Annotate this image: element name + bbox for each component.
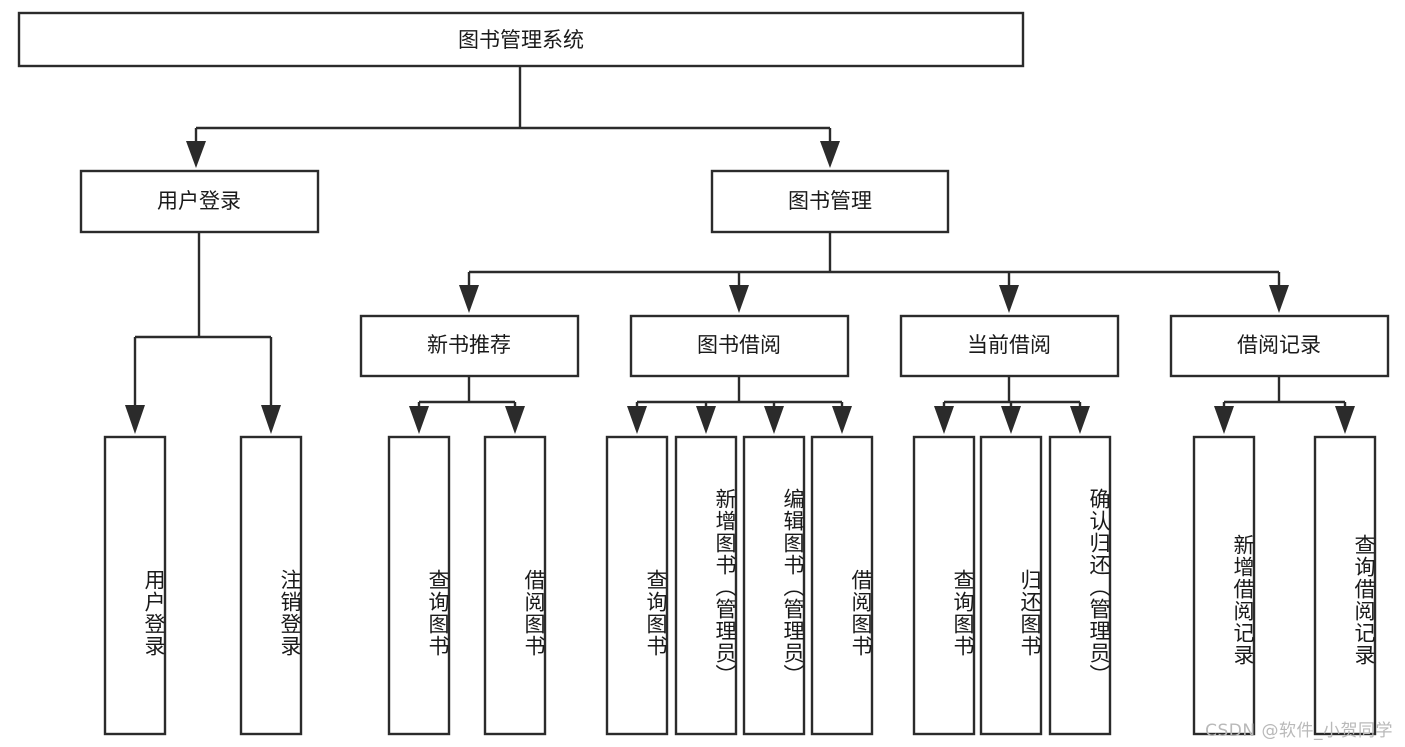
node-new-book-recommend-box[interactable] [359, 314, 580, 378]
node-book-borrow-box[interactable] [629, 314, 850, 378]
node-book-management[interactable]: 图书管理 [710, 169, 950, 234]
node-new-book-recommend-label: 新书推荐 [427, 333, 511, 357]
node-user-login-label: 用户登录 [157, 189, 241, 213]
node-root-box[interactable] [17, 11, 1025, 68]
arrow-head-icon [1070, 406, 1090, 434]
arrow-head-icon [1214, 406, 1234, 434]
node-borrow-record[interactable]: 借阅记录 [1169, 314, 1390, 378]
node-root-label: 图书管理系统 [458, 28, 584, 52]
leaf-box-query-book-nb[interactable] [387, 435, 451, 736]
arrow-head-icon [186, 141, 206, 168]
arrow-head-icon [505, 406, 525, 434]
node-root[interactable]: 图书管理系统 [17, 11, 1025, 68]
node-borrow-record-label: 借阅记录 [1237, 333, 1321, 357]
node-current-borrow-label: 当前借阅 [967, 333, 1051, 357]
arrow-head-icon [627, 406, 647, 434]
arrow-head-icon [1269, 285, 1289, 313]
node-user-login[interactable]: 用户登录 [79, 169, 320, 234]
arrow-head-icon [832, 406, 852, 434]
arrow-head-icon [459, 285, 479, 313]
node-book-borrow-label: 图书借阅 [697, 333, 781, 357]
connector-group-currentborrow-to-leaves [934, 376, 1090, 434]
leaf-box-confirm-return[interactable] [1048, 435, 1112, 736]
leaf-box-user-login[interactable] [103, 435, 167, 736]
node-user-login-box[interactable] [79, 169, 320, 234]
connector-group-root-to-level2 [186, 66, 840, 168]
connector-group-userlogin-to-leaves [125, 233, 281, 434]
arrow-head-icon [729, 285, 749, 313]
node-current-borrow[interactable]: 当前借阅 [899, 314, 1120, 378]
leaf-box-borrow-book-bb[interactable] [810, 435, 874, 736]
connector-group-bookborrow-to-leaves [627, 376, 852, 434]
leaf-box-add-borrow-record[interactable] [1192, 435, 1256, 736]
leaf-box-edit-book[interactable] [742, 435, 806, 736]
leaf-box-return-book[interactable] [979, 435, 1043, 736]
arrow-head-icon [409, 406, 429, 434]
arrow-head-icon [696, 406, 716, 434]
node-book-borrow[interactable]: 图书借阅 [629, 314, 850, 378]
arrow-head-icon [1335, 406, 1355, 434]
leaf-box-query-borrow-record[interactable] [1313, 435, 1377, 736]
node-new-book-recommend[interactable]: 新书推荐 [359, 314, 580, 378]
leaf-box-query-book-bb[interactable] [605, 435, 669, 736]
arrow-head-icon [125, 405, 145, 434]
leaf-box-add-book[interactable] [674, 435, 738, 736]
arrow-head-icon [1001, 406, 1021, 434]
arrow-head-icon [999, 285, 1019, 313]
leaf-box-borrow-book-nb[interactable] [483, 435, 547, 736]
arrow-head-icon [764, 406, 784, 434]
leaf-box-logout[interactable] [239, 435, 303, 736]
connector-group-newbook-to-leaves [409, 376, 525, 434]
connector-group-bookmgmt-to-level3 [459, 233, 1289, 313]
node-borrow-record-box[interactable] [1169, 314, 1390, 378]
arrow-head-icon [261, 405, 281, 434]
node-book-management-box[interactable] [710, 169, 950, 234]
node-book-management-label: 图书管理 [788, 189, 872, 213]
arrow-head-icon [820, 141, 840, 168]
leaf-box-query-book-cb[interactable] [912, 435, 976, 736]
connector-group-borrowrecord-to-leaves [1214, 376, 1355, 434]
arrow-head-icon [934, 406, 954, 434]
node-current-borrow-box[interactable] [899, 314, 1120, 378]
